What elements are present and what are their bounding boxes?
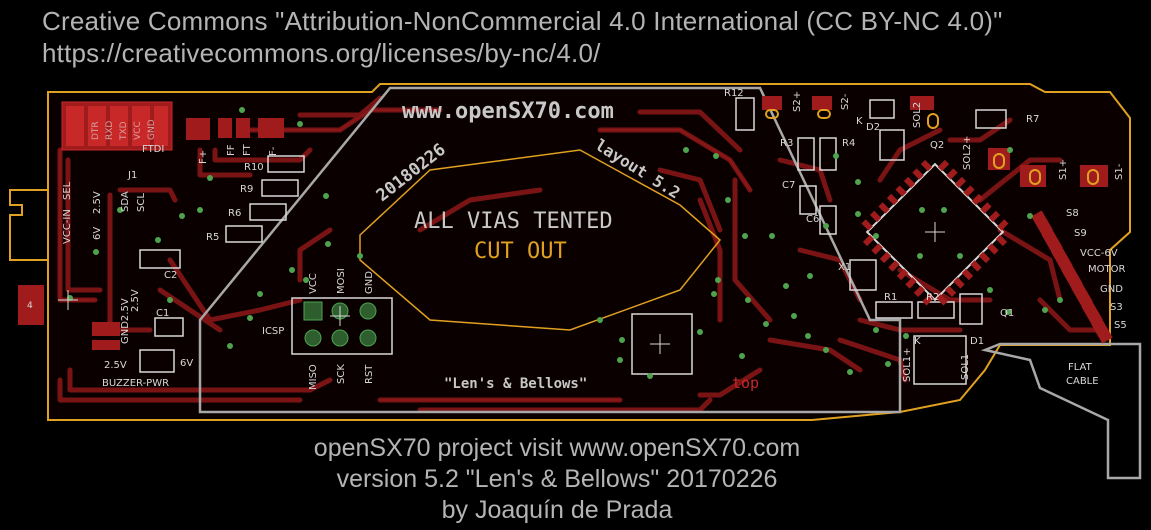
mcu-chip: [861, 159, 1009, 306]
label-r1: R1: [884, 292, 897, 303]
icsp-header: [303, 301, 377, 347]
vias: [67, 107, 1063, 379]
license-title: Creative Commons "Attribution-NonCommerc…: [42, 6, 1003, 36]
board-website: www.openSX70.com: [402, 99, 614, 124]
footer-line-2: version 5.2 "Len's & Bellows" 20170226: [336, 465, 778, 493]
label-c2: C2: [164, 270, 177, 281]
label-fm: F-: [268, 146, 279, 156]
label-r10: R10: [244, 162, 264, 173]
flat-cable-outline: [980, 342, 1142, 480]
label-j1: J1: [127, 170, 137, 181]
board-side: top: [732, 374, 759, 392]
label-d2: D2: [866, 122, 880, 133]
flat-cable-pads: [1031, 210, 1113, 344]
label-s1p: S1+: [1058, 159, 1069, 180]
label-r9: R9: [240, 184, 253, 195]
label-r4: R4: [842, 138, 855, 149]
label-sol2: SOL2: [912, 102, 923, 128]
label-r6: R6: [228, 208, 241, 219]
label-sda: SDA: [120, 191, 131, 212]
label-q2: Q2: [930, 140, 944, 151]
label-f-plus: F+: [198, 150, 209, 164]
label-k-d1: K: [914, 336, 921, 347]
label-scl: SCL: [136, 193, 147, 212]
conn-label-s3: S3: [1110, 302, 1123, 313]
icsp-pin-rst: RST: [364, 364, 375, 384]
ftdi-pin-gnd: GND: [147, 119, 157, 140]
label-s2p: S2+: [792, 91, 803, 112]
label-s1m: S1-: [1114, 163, 1125, 180]
ftdi-pin-dtr: DTR: [91, 121, 101, 140]
footer-line-1: openSX70 project visit www.openSX70.com: [313, 434, 801, 462]
conn-label-s9: S9: [1074, 228, 1087, 239]
label-k-d2: K: [856, 116, 863, 127]
label-x1: X1: [838, 262, 851, 273]
label-s2m: S2-: [840, 93, 851, 110]
label-c7: C7: [782, 180, 795, 191]
label-r7: R7: [1026, 114, 1039, 125]
icsp-pin-sck: SCK: [336, 364, 347, 384]
label-r3: R3: [780, 138, 793, 149]
label-gnd2-5v: GND2.5V: [120, 298, 131, 344]
pad-4: [18, 285, 44, 325]
label-vcc-in: VCC-IN: [62, 209, 73, 244]
label-ff: FF: [226, 144, 237, 156]
label-r12: R12: [724, 88, 744, 99]
vias-note: ALL VIAS TENTED: [414, 209, 613, 234]
conn-label-vcc6v: VCC-6V: [1080, 248, 1118, 259]
label-2-5v: 2.5V: [92, 191, 103, 214]
label-c1: C1: [156, 308, 169, 319]
ftdi-pin-rxd: RXD: [105, 121, 115, 140]
board-nickname: "Len's & Bellows": [444, 376, 587, 392]
silkscreen-outline: [198, 86, 902, 414]
footer-line-3: by Joaquín de Prada: [441, 496, 673, 524]
conn-label-s8: S8: [1066, 208, 1079, 219]
label-ft: FT: [242, 143, 253, 156]
conn-label-gnd: GND: [1100, 284, 1123, 295]
label-d1: D1: [970, 336, 984, 347]
flat-cable-label-2: CABLE: [1066, 376, 1099, 387]
label-sel: SEL: [62, 181, 73, 200]
label-buzzer-6v: 6V: [180, 358, 193, 369]
icsp-pin-miso: MISO: [308, 364, 319, 390]
label-sol1p: SOL1+: [902, 347, 913, 382]
icsp-pin-gnd: GND: [364, 271, 375, 294]
icsp-label: ICSP: [262, 326, 284, 337]
label-pad-4: 4: [27, 301, 33, 311]
icsp-pin-mosi: MOSI: [336, 268, 347, 294]
conn-label-motor: MOTOR: [1088, 264, 1125, 275]
label-c6: C6: [806, 214, 819, 225]
flat-cable-label-1: FLAT: [1068, 362, 1093, 373]
cutout-label: CUT OUT: [474, 239, 567, 264]
label-q1: Q1: [1000, 308, 1014, 319]
label-sol1: SOL1: [960, 354, 971, 380]
label-buzzer-2-5v: 2.5V: [104, 360, 127, 371]
label-ftdi: FTDI: [142, 144, 164, 155]
icsp-pin-vcc: VCC: [308, 273, 319, 294]
conn-label-s5: S5: [1114, 320, 1127, 331]
ftdi-pin-vcc: VCC: [133, 121, 143, 140]
label-r2: R2: [926, 292, 939, 303]
license-url: https://creativecommons.org/licenses/by-…: [42, 38, 601, 68]
label-r5: R5: [206, 232, 219, 243]
ftdi-pin-txd: TXD: [119, 121, 129, 141]
label-sol2p: SOL2+: [962, 135, 973, 170]
cutout-outline: [359, 149, 722, 331]
label-2-5v-b: 2.5V: [130, 289, 141, 312]
label-buzzer-pwr: BUZZER-PWR: [102, 378, 169, 389]
label-6v: 6V: [92, 227, 103, 240]
